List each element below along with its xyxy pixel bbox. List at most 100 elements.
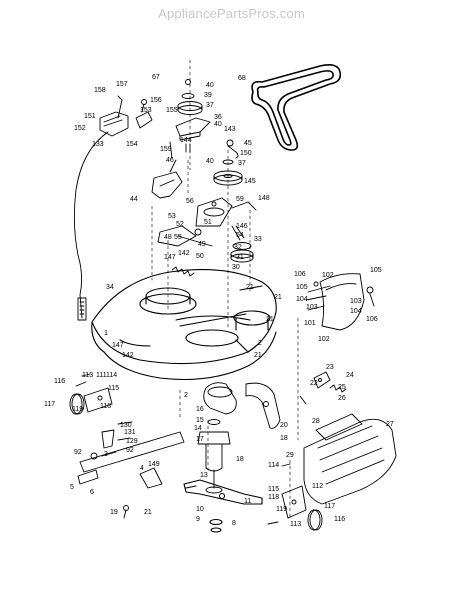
callout-48: 48 [164,234,172,241]
callout-10: 10 [196,506,204,513]
callout-30: 30 [232,264,240,271]
lift-link-20 [245,382,281,429]
side-shield [299,371,397,505]
callout-2: 2 [184,392,188,399]
callout-153: 153 [140,107,152,114]
callout-104: 104 [350,308,362,315]
callout-1: 1 [104,330,108,337]
callout-40: 40 [206,158,214,165]
callout-46: 46 [166,157,174,164]
callout-155: 155 [166,107,178,114]
callout-21: 21 [266,316,274,323]
callout-18: 18 [236,456,244,463]
callout-40: 40 [214,121,222,128]
front-link-bracket [77,421,185,519]
callout-142: 142 [122,352,134,359]
callout-54: 54 [236,232,244,239]
callout-143: 143 [224,126,236,133]
callout-40: 40 [206,82,214,89]
callout-51: 51 [204,219,212,226]
callout-21: 21 [246,284,254,291]
callout-21: 21 [274,294,282,301]
callout-118: 118 [268,494,279,501]
callout-149: 149 [148,461,160,468]
callout-147: 147 [112,342,124,349]
callout-119: 119 [72,406,83,413]
callout-6: 6 [90,489,94,496]
callout-144: 144 [180,137,192,144]
watermark: AppliancePartsPros.com [158,6,305,21]
callout-17: 17 [196,436,204,443]
callout-50: 50 [196,253,204,260]
callout-116: 116 [54,378,65,385]
callout-115: 115 [268,486,279,493]
callout-23: 23 [326,364,334,371]
callout-113: 113 [290,521,301,528]
mower-deck-housing [91,268,277,380]
callout-24: 24 [346,372,354,379]
clutch-cable-assembly [73,95,153,321]
callout-5: 5 [70,484,74,491]
callout-21: 21 [144,509,152,516]
callout-33: 33 [254,236,262,243]
callout-146: 146 [236,223,248,230]
callout-11: 11 [244,498,251,505]
callout-36: 36 [214,114,222,121]
callout-37: 37 [238,160,246,167]
callout-59: 59 [236,196,244,203]
spring-147 [171,266,195,277]
callout-154: 154 [126,141,138,148]
blade-spindle-assembly [197,382,237,494]
callout-118: 118 [100,403,111,410]
callout-53: 53 [168,213,176,220]
callout-92: 92 [74,449,82,456]
callout-103: 103 [306,304,318,311]
callout-117: 117 [324,503,335,510]
callout-4: 4 [140,465,144,472]
belt-guard-44 [151,159,183,199]
callout-49: 49 [198,241,206,248]
callout-148: 148 [258,195,270,202]
callout-31: 31 [236,254,244,261]
discharge-deflector [305,273,375,331]
callout-39: 39 [204,92,212,99]
idler-bracket-assembly [157,197,257,263]
mower-belt [251,64,342,151]
callout-117: 117 [44,401,55,408]
callout-119: 119 [276,506,287,513]
callout-8: 8 [232,520,236,527]
callout-147: 147 [164,254,176,261]
callout-28: 28 [312,418,320,425]
callout-102: 102 [318,336,330,343]
callout-55: 55 [174,234,182,241]
callout-25: 25 [338,384,346,391]
gauge-wheel-left [69,373,113,415]
callout-37: 37 [206,102,214,109]
callout-102: 102 [322,272,334,279]
callout-21: 21 [254,352,262,359]
callout-129: 129 [126,438,138,445]
callout-27: 27 [386,421,394,428]
callout-104: 104 [296,296,308,303]
callout-112: 112 [312,483,323,490]
callout-67: 67 [152,74,160,81]
mower-blade-11 [183,479,263,533]
callout-26: 26 [338,395,346,402]
callout-32: 32 [234,244,242,251]
callout-20: 20 [280,422,288,429]
callout-105: 105 [370,267,382,274]
callout-111: 111 [96,372,107,379]
callout-114: 114 [268,462,279,469]
callout-159: 159 [160,146,172,153]
callout-34: 34 [106,284,114,291]
callout-113: 113 [82,372,93,379]
callout-114: 114 [106,372,117,379]
callout-16: 16 [196,406,204,413]
callout-52: 52 [176,221,184,228]
callout-22: 22 [310,380,318,387]
callout-106: 106 [366,316,378,323]
callout-133: 133 [92,141,104,148]
callout-45: 45 [244,140,252,147]
